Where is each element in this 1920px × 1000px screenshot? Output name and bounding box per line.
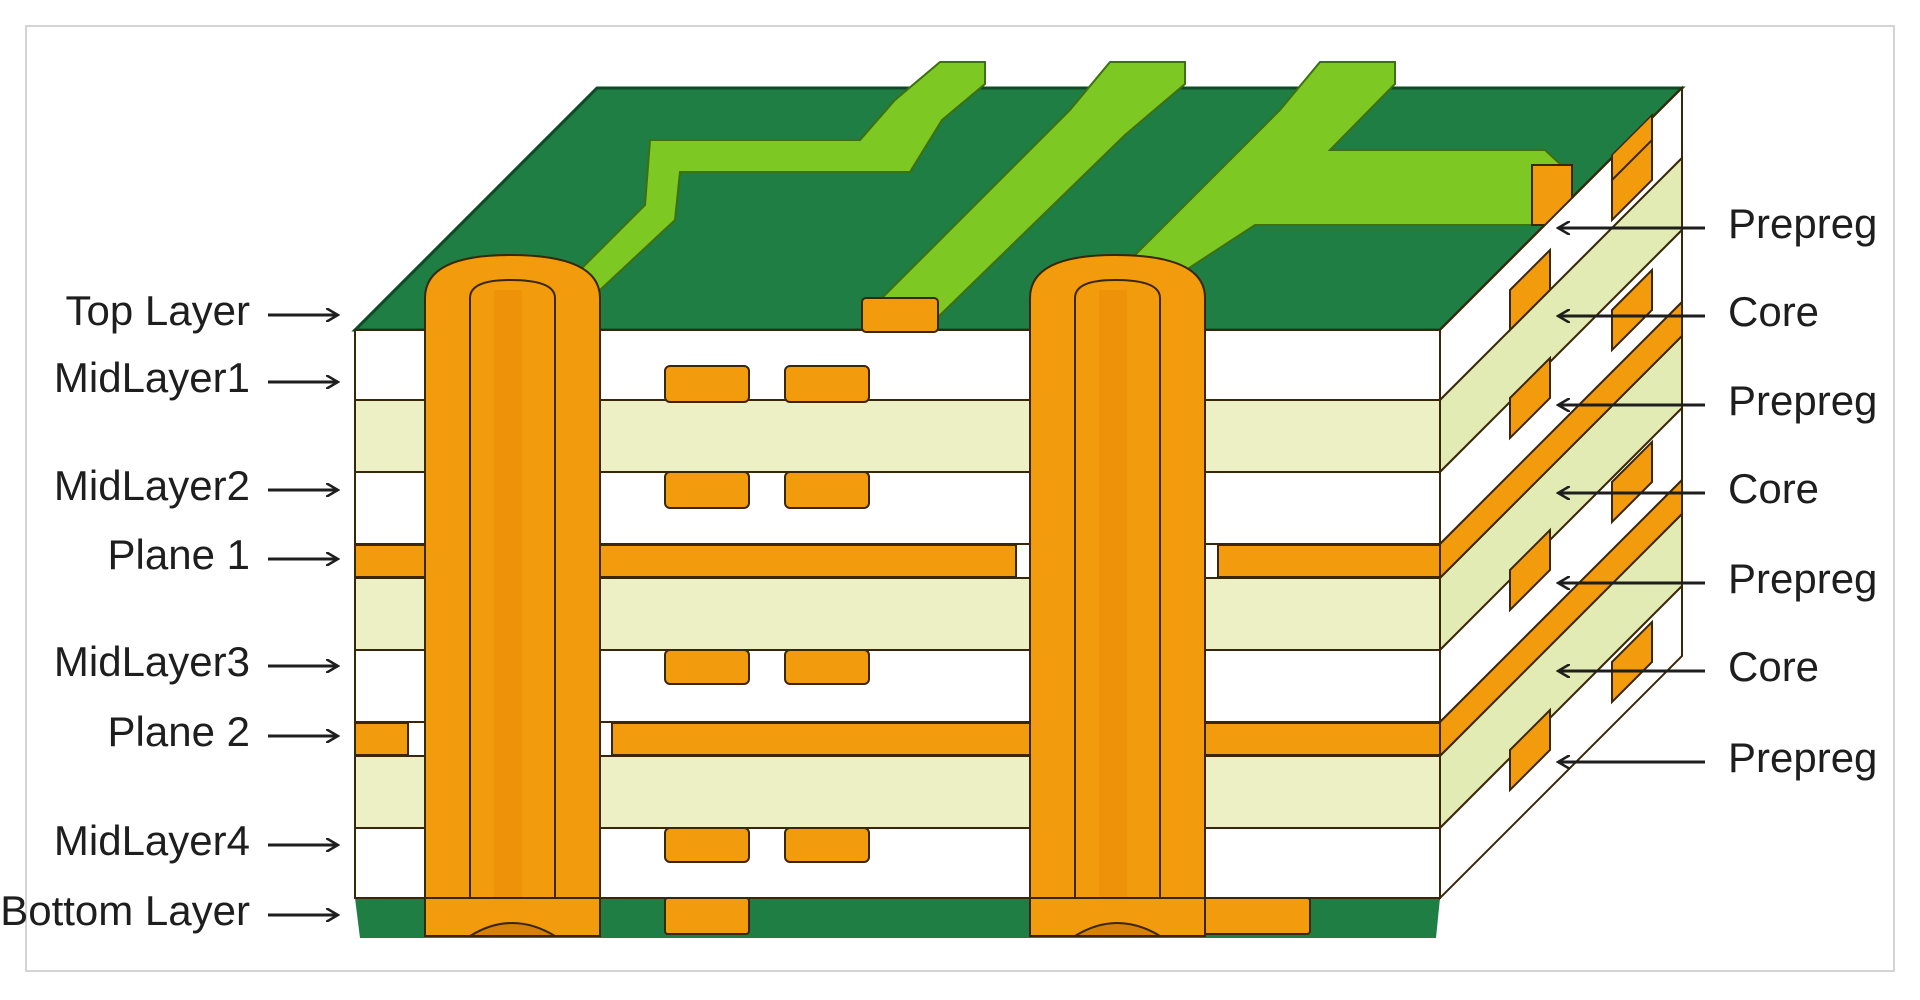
label-prepreg-1: Prepreg — [1558, 200, 1877, 247]
side-pad — [1611, 439, 1653, 525]
layer-label: MidLayer4 — [54, 817, 250, 864]
pad — [664, 827, 750, 863]
plane2-copper — [1179, 722, 1441, 756]
label-top-layer: Top Layer — [66, 287, 338, 334]
surface-trace — [1087, 61, 1574, 301]
label-core-3: Core — [1558, 643, 1819, 690]
via-barrel — [1029, 253, 1206, 936]
side-pad — [1509, 247, 1551, 333]
right-labels: Prepreg Core Prepreg Core Prepreg Core P… — [1558, 200, 1877, 781]
layer-label: Top Layer — [66, 287, 250, 334]
side-pad — [1611, 267, 1653, 353]
pad — [784, 365, 870, 403]
pad — [784, 827, 870, 863]
material-label: Prepreg — [1728, 555, 1877, 602]
layer-label: MidLayer2 — [54, 462, 250, 509]
pad — [664, 365, 750, 403]
side-pads — [1509, 137, 1653, 793]
surface-trace — [557, 61, 986, 291]
via-left — [424, 253, 601, 937]
pad — [784, 649, 870, 685]
plane1-copper — [567, 544, 1017, 578]
material-label: Core — [1728, 465, 1819, 512]
via-right — [1029, 253, 1206, 937]
side-pad — [1611, 137, 1653, 223]
layer-label: Bottom Layer — [0, 887, 250, 934]
pad — [664, 649, 750, 685]
left-labels: Top Layer MidLayer1 MidLayer2 Plane 1 Mi… — [0, 287, 338, 934]
label-core-2: Core — [1558, 465, 1819, 512]
plane2-copper — [354, 722, 409, 756]
layer-label: MidLayer1 — [54, 354, 250, 401]
label-midlayer4: MidLayer4 — [54, 817, 338, 864]
via-shading — [494, 290, 522, 930]
layer-label: Plane 2 — [108, 708, 250, 755]
top-pad — [861, 297, 939, 333]
via-hole-bottom — [466, 922, 559, 937]
inner-pads — [664, 297, 1311, 935]
plane2-copper — [611, 722, 1053, 756]
label-plane1: Plane 1 — [108, 531, 338, 578]
label-bottom-layer: Bottom Layer — [0, 887, 338, 934]
via-barrel — [424, 253, 601, 936]
pad — [664, 897, 750, 935]
via-hole-bottom — [1071, 922, 1164, 937]
pad — [664, 471, 750, 509]
material-label: Prepreg — [1728, 200, 1877, 247]
label-core-1: Core — [1558, 288, 1819, 335]
side-pad — [1509, 527, 1551, 613]
via-shading — [1099, 290, 1127, 930]
label-midlayer3: MidLayer3 — [54, 638, 338, 685]
surface-traces — [557, 61, 1574, 321]
label-midlayer1: MidLayer1 — [54, 354, 338, 401]
label-prepreg-2: Prepreg — [1558, 377, 1877, 424]
material-label: Core — [1728, 643, 1819, 690]
label-prepreg-3: Prepreg — [1558, 555, 1877, 602]
layer-label: Plane 1 — [108, 531, 250, 578]
label-prepreg-4: Prepreg — [1558, 734, 1877, 781]
side-pad — [1509, 355, 1551, 441]
side-pad — [1611, 619, 1653, 705]
plane1-copper — [1217, 544, 1441, 578]
pad — [784, 471, 870, 509]
layer-label: MidLayer3 — [54, 638, 250, 685]
label-plane2: Plane 2 — [108, 708, 338, 755]
material-label: Prepreg — [1728, 734, 1877, 781]
plane-copper — [354, 544, 1441, 756]
material-label: Core — [1728, 288, 1819, 335]
label-midlayer2: MidLayer2 — [54, 462, 338, 509]
material-label: Prepreg — [1728, 377, 1877, 424]
side-pad — [1509, 707, 1551, 793]
